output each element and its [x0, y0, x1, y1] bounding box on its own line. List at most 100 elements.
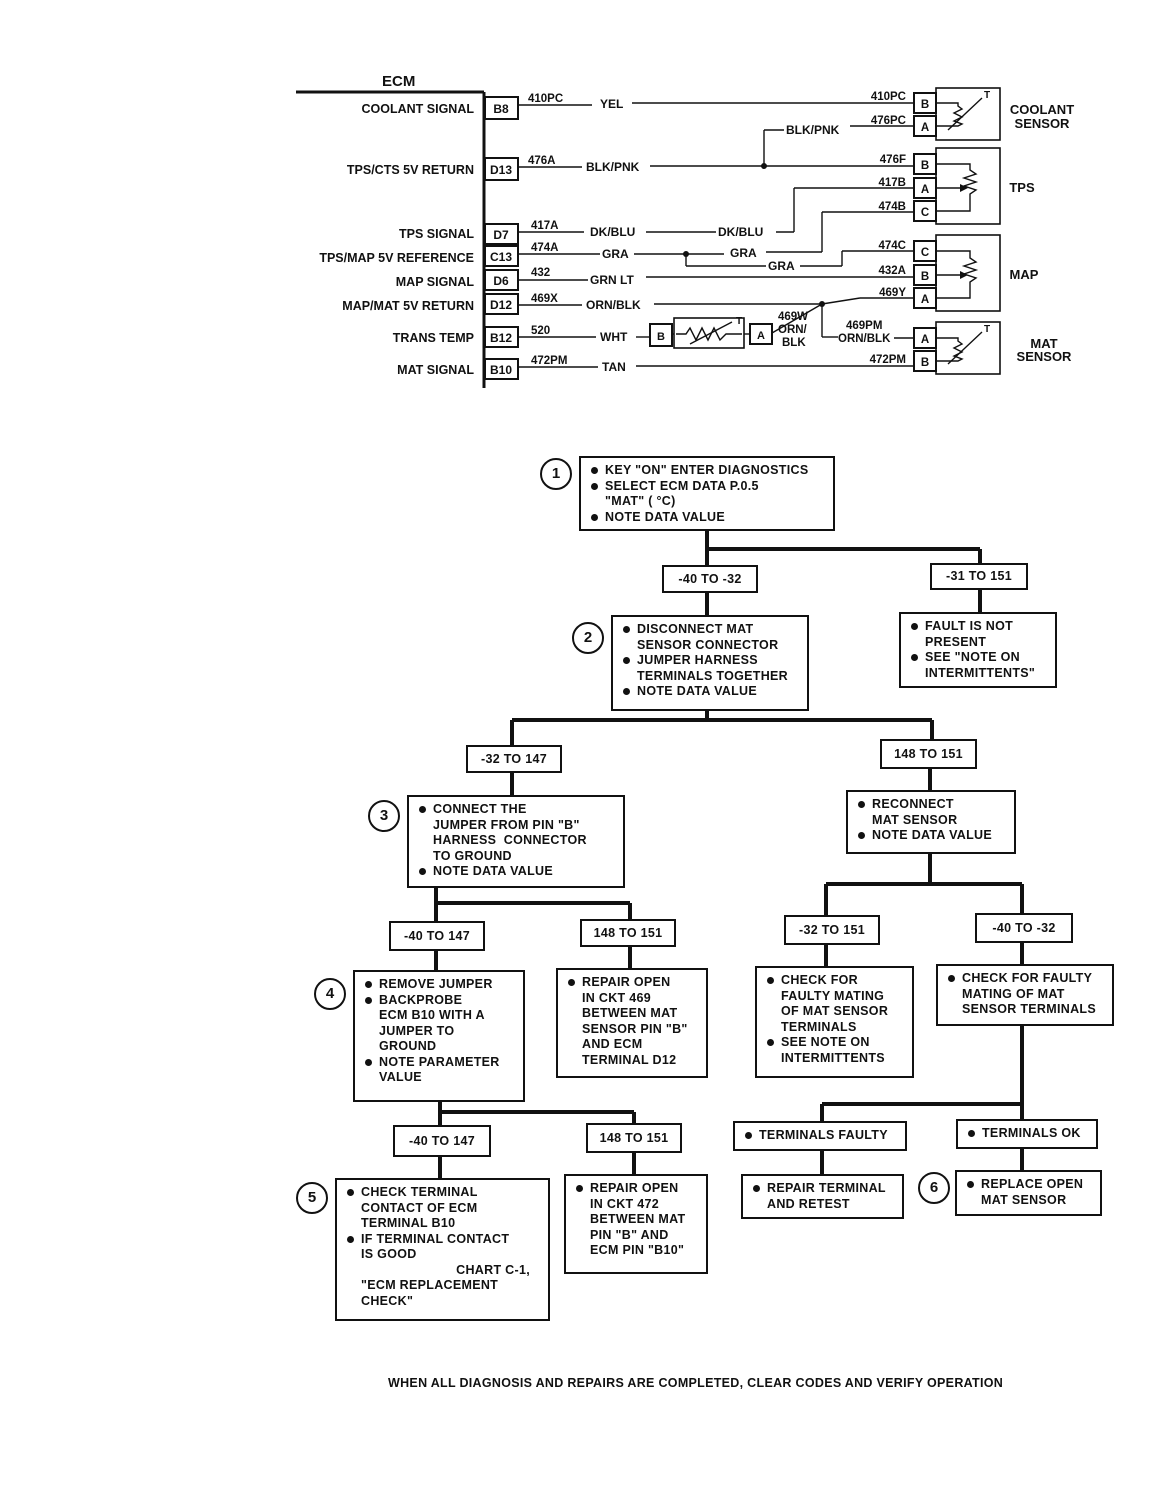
wire-coolant-a: 476PC [871, 115, 906, 127]
map-pin-a: A [921, 294, 929, 306]
mating1-line-2: FAULTY MATING [781, 988, 885, 1003]
reconnect-line-3: NOTE DATA VALUE [856, 828, 1006, 844]
step-4-badge: 4 [314, 978, 346, 1010]
range-5a: -40 TO 147 [393, 1125, 491, 1157]
step-5-line-2: CONTACT OF ECM [361, 1200, 478, 1215]
repair-ckt-469-box: REPAIR OPEN IN CKT 469 BETWEEN MAT SENSO… [556, 968, 708, 1078]
wire-476a: 476A [528, 155, 556, 167]
color-dk-blu: DK/BLU [590, 225, 635, 239]
mating2-line-3: SENSOR TERMINALS [962, 1002, 1096, 1016]
step-1-box: KEY "ON" ENTER DIAGNOSTICS SELECT ECM DA… [579, 456, 835, 531]
label-trans-temp: TRANS TEMP [393, 331, 474, 345]
coolant-sensor-body [935, 87, 1001, 141]
tps-pin-c: C [921, 207, 929, 219]
pin-d7: D7 [493, 228, 509, 242]
repair469-line-1: REPAIR OPEN [566, 975, 698, 991]
step-5-line-8: CHECK" [361, 1293, 414, 1308]
color-grn-lt: GRN LT [590, 273, 634, 287]
step-2-line-3: JUMPER HARNESS [621, 653, 799, 669]
label-tps-cts-return: TPS/CTS 5V RETURN [347, 163, 474, 177]
mat-sensor-body [935, 321, 1001, 375]
fault-line-4: INTERMITTENTS" [925, 665, 1036, 680]
map-sensor-name: MAP [1010, 267, 1039, 282]
step-2-line-5: NOTE DATA VALUE [621, 684, 799, 700]
repair472-line-2: IN CKT 472 [590, 1196, 659, 1211]
label-coolant-signal: COOLANT SIGNAL [362, 102, 475, 116]
range-4a: -32 TO 151 [784, 915, 880, 945]
step-2-line-2: SENSOR CONNECTOR [637, 637, 779, 652]
step-1-line-2: SELECT ECM DATA P.0.5 [589, 479, 825, 495]
step-5-line-1: CHECK TERMINAL [345, 1185, 540, 1201]
step-6-badge: 6 [918, 1172, 950, 1204]
step-3-badge: 3 [368, 800, 400, 832]
wire-474a: 474A [531, 242, 559, 254]
pin-b8: B8 [493, 102, 509, 116]
step-2-box: DISCONNECT MAT SENSOR CONNECTOR JUMPER H… [611, 615, 809, 711]
step-5-line-3: TERMINAL B10 [361, 1216, 456, 1230]
step-4-line-2: BACKPROBE [363, 993, 515, 1009]
map-pin-b: B [921, 271, 929, 283]
coolant-sensor-name: COOLANT [1010, 102, 1074, 117]
mating2-line-2: MATING OF MAT [962, 986, 1065, 1001]
replace-line-2: MAT SENSOR [981, 1192, 1067, 1207]
range-4b: -40 TO -32 [975, 913, 1073, 943]
step-1-badge: 1 [540, 458, 572, 490]
color-gra-2: GRA [730, 246, 757, 260]
step-4-box: REMOVE JUMPER BACKPROBE ECM B10 WITH A J… [353, 970, 525, 1102]
mating1-line-6: INTERMITTENTS [781, 1050, 885, 1065]
wire-tps-a: 417B [879, 177, 907, 189]
step-5-line-6: CHART C-1, [456, 1262, 530, 1277]
color-blk-2: BLK [782, 337, 806, 349]
tps-sensor-name: TPS [1009, 180, 1035, 195]
mating1-line-4: TERMINALS [781, 1019, 857, 1034]
color-blk-pnk: BLK/PNK [586, 160, 640, 174]
mat-t-label: T [984, 324, 990, 335]
step-3-line-3: HARNESS CONNECTOR [433, 833, 587, 847]
step-3-line-4: TO GROUND [433, 848, 512, 863]
repair469-line-6: TERMINAL D12 [582, 1052, 677, 1067]
color-wht: WHT [600, 330, 628, 344]
color-orn-2: ORN/ [778, 324, 808, 336]
color-gra: GRA [602, 247, 629, 261]
trans-temp-sensor-body [673, 317, 745, 349]
check-mating-box-1: CHECK FOR FAULTY MATING OF MAT SENSOR TE… [755, 966, 914, 1078]
replace-line-1: REPLACE OPEN [965, 1177, 1092, 1193]
wire-mat-b: 472PM [870, 354, 906, 366]
repair472-line-5: ECM PIN "B10" [590, 1243, 685, 1257]
mating2-line-1: CHECK FOR FAULTY [946, 971, 1104, 987]
range-1b: -31 TO 151 [930, 563, 1028, 590]
wire-520: 520 [531, 325, 550, 337]
repair472-line-1: REPAIR OPEN [574, 1181, 698, 1197]
terminals-faulty-box: TERMINALS FAULTY [733, 1121, 907, 1151]
terminals-faulty-label: TERMINALS FAULTY [743, 1128, 897, 1144]
coolant-pin-b: B [921, 99, 929, 111]
step-4-line-1: REMOVE JUMPER [363, 977, 515, 993]
tps-sensor-body [935, 147, 1001, 225]
pin-d12: D12 [490, 298, 512, 312]
mat-sensor-name: MAT [1030, 336, 1057, 351]
step-5-line-5: IS GOOD [361, 1247, 417, 1261]
repair-terminal-line-1: REPAIR TERMINAL [751, 1181, 894, 1197]
tps-pin-a: A [921, 184, 929, 196]
wire-map-c: 474C [879, 240, 907, 252]
step-5-line-4: IF TERMINAL CONTACT [345, 1232, 540, 1248]
map-sensor-body [935, 234, 1001, 312]
step-2-line-4: TERMINALS TOGETHER [637, 668, 789, 683]
color-dk-blu-2: DK/BLU [718, 225, 763, 239]
wire-map-a: 469Y [879, 287, 906, 299]
coolant-pin-a: A [921, 122, 929, 134]
reconnect-box: RECONNECT MAT SENSOR NOTE DATA VALUE [846, 790, 1016, 854]
repair469-line-4: SENSOR PIN "B" [582, 1021, 688, 1036]
therm-t-label: T [736, 316, 742, 327]
range-3b: 148 TO 151 [580, 919, 676, 947]
terminals-ok-box: TERMINALS OK [956, 1119, 1098, 1149]
step-3-box: CONNECT THE JUMPER FROM PIN "B" HARNESS … [407, 795, 625, 888]
step-1-line-1: KEY "ON" ENTER DIAGNOSTICS [589, 463, 825, 479]
mating1-line-1: CHECK FOR [765, 973, 904, 989]
reconnect-line-1: RECONNECT [856, 797, 1006, 813]
coolant-t-label: T [984, 90, 990, 101]
repair469-line-3: BETWEEN MAT [582, 1006, 678, 1020]
terminals-ok-label: TERMINALS OK [966, 1126, 1088, 1142]
mating1-line-5: SEE NOTE ON [765, 1035, 904, 1051]
